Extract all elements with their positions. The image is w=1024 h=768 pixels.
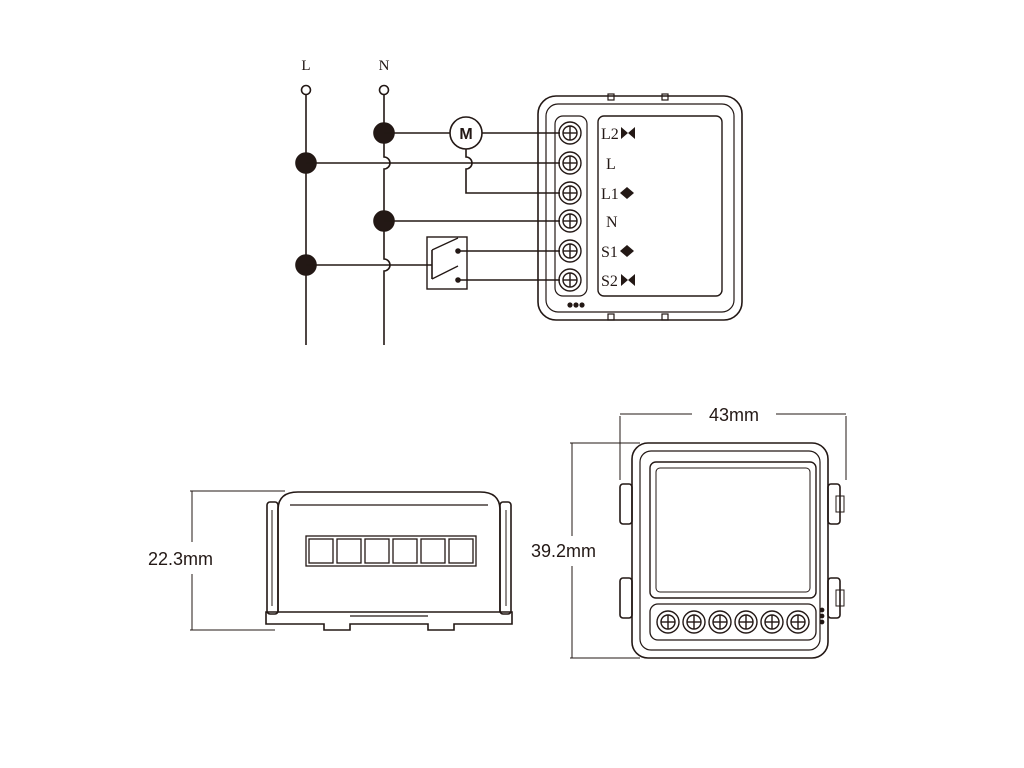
front-clip-right-bottom bbox=[827, 577, 841, 619]
front-cover-panel bbox=[649, 461, 817, 599]
diamond-icon bbox=[620, 245, 634, 257]
terminal-label-s1: S1 bbox=[601, 244, 618, 261]
front-clip-left-top bbox=[619, 483, 633, 525]
terminal-label-s2: S2 bbox=[601, 273, 618, 290]
motor-label: M bbox=[459, 126, 472, 143]
terminal-labels: L2 L L1 N S1 S2 bbox=[601, 126, 635, 290]
terminal-label-l1: L1 bbox=[601, 186, 619, 203]
front-terminal-screws bbox=[656, 610, 810, 634]
terminal-label-n: N bbox=[606, 214, 618, 231]
switch-symbol bbox=[426, 236, 468, 290]
side-clip-right bbox=[499, 501, 512, 615]
side-terminal-openings bbox=[305, 535, 477, 567]
bus-label-neutral: N bbox=[379, 58, 390, 74]
wiring-schematic: L N M bbox=[295, 58, 743, 345]
diamond-icon bbox=[620, 187, 634, 199]
wire-motor-l1 bbox=[465, 149, 560, 194]
side-body-outline bbox=[277, 491, 501, 612]
screw-terminal-s1 bbox=[558, 239, 582, 263]
front-width-label: 43mm bbox=[709, 405, 759, 425]
side-height-label: 22.3mm bbox=[148, 549, 213, 569]
screw-terminal-l2 bbox=[558, 121, 582, 145]
front-body-outline bbox=[631, 442, 829, 659]
front-clip-left-bottom bbox=[619, 577, 633, 619]
bowtie-icon bbox=[621, 127, 635, 139]
side-base bbox=[265, 611, 513, 631]
terminal-label-l2: L2 bbox=[601, 126, 619, 143]
line-terminal-circle bbox=[300, 84, 312, 96]
screw-terminal-s2 bbox=[558, 268, 582, 292]
front-clip-right-top bbox=[827, 483, 841, 525]
screw-terminal-n bbox=[558, 209, 582, 233]
front-height-label: 39.2mm bbox=[531, 541, 596, 561]
terminal-screws bbox=[558, 121, 582, 292]
front-view: 43mm 39.2mm bbox=[531, 405, 847, 659]
screw-terminal-l1 bbox=[558, 181, 582, 205]
front-terminal-strip bbox=[649, 603, 817, 641]
bus-label-line: L bbox=[301, 58, 310, 74]
neutral-terminal-circle bbox=[378, 84, 390, 96]
side-clip-left bbox=[266, 501, 279, 615]
side-view: 22.3mm bbox=[148, 490, 513, 631]
terminal-label-l: L bbox=[606, 156, 616, 173]
bowtie-icon bbox=[621, 274, 635, 286]
screw-terminal-l bbox=[558, 151, 582, 175]
module-body bbox=[537, 93, 743, 321]
